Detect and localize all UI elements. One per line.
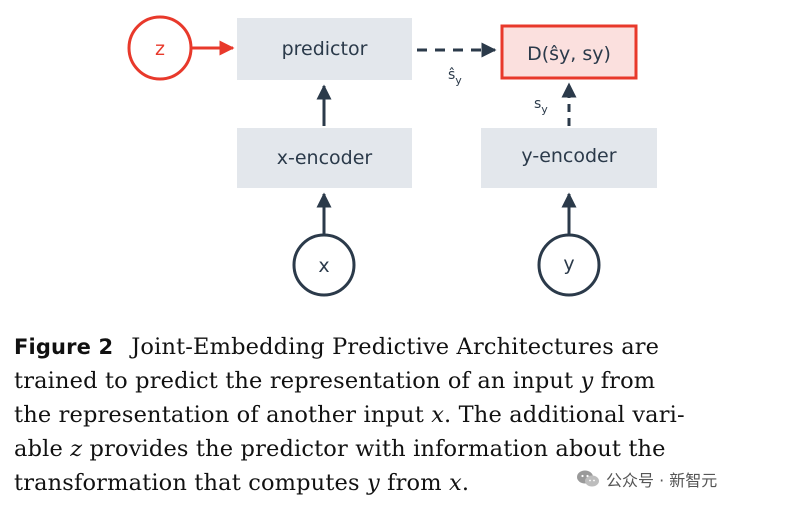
s-y-label: sy <box>534 96 548 116</box>
jepa-diagram: z predictor ŝy D(ŝy, sy) sy x-encoder y-… <box>127 15 657 297</box>
y-label: y <box>563 253 574 275</box>
predictor-box: predictor <box>237 18 412 80</box>
z-node: z <box>127 15 193 81</box>
x-node: x <box>292 233 356 297</box>
x-encoder-label: x-encoder <box>277 147 373 169</box>
y-encoder-label: y-encoder <box>521 145 616 167</box>
energy-box: D(ŝy, sy) <box>500 24 638 80</box>
watermark-text: 公众号 · 新智元 <box>606 471 718 490</box>
energy-label: D(ŝy, sy) <box>527 43 611 65</box>
caption-line-5: transformation that computes y from x. <box>14 470 470 496</box>
y-node: y <box>537 233 601 297</box>
z-label: z <box>155 38 165 60</box>
caption-line-2: trained to predict the representation of… <box>14 368 656 394</box>
watermark: 公众号 · 新智元 <box>576 467 717 491</box>
caption-line-3: the representation of another input x. T… <box>14 402 685 428</box>
y-encoder-box: y-encoder <box>481 128 657 188</box>
predictor-label: predictor <box>282 38 368 60</box>
x-encoder-box: x-encoder <box>237 128 412 188</box>
s-hat-y-label: ŝy <box>448 67 462 87</box>
x-label: x <box>318 255 329 277</box>
wechat-icon <box>577 470 599 487</box>
caption-line-4: able z provides the predictor with infor… <box>14 436 666 462</box>
figure-label: Figure 2 <box>14 335 114 359</box>
